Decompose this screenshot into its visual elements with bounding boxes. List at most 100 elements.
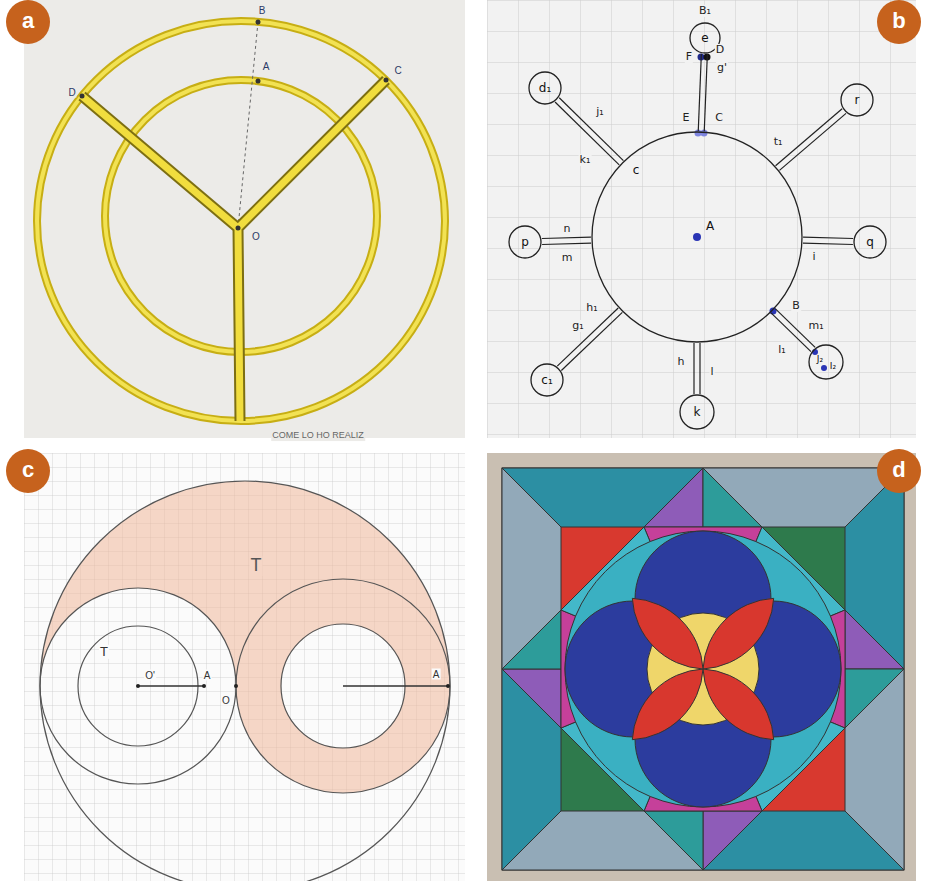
- circle-name: k: [694, 406, 701, 418]
- segment-label: k₁: [579, 154, 592, 166]
- rod-line: [542, 243, 591, 244]
- handwritten-note: COME LO HO REALIZ: [271, 431, 365, 441]
- circle-outline: [841, 84, 873, 116]
- circle-name: c: [633, 164, 640, 176]
- panel-letter: a: [22, 10, 34, 32]
- panel-badge: a: [6, 0, 50, 44]
- spoke: [82, 80, 386, 421]
- rod-line: [542, 237, 591, 238]
- small-circle: p: [508, 225, 542, 259]
- star-point: [703, 468, 762, 527]
- central-circle: [565, 531, 841, 807]
- star-point: [703, 811, 762, 870]
- point-label: A: [262, 61, 271, 72]
- point: [693, 233, 701, 241]
- point: [384, 78, 389, 83]
- grid-lines: [487, 0, 916, 438]
- segment-label: i: [811, 251, 816, 263]
- petal: [632, 669, 703, 740]
- double-rod: [803, 237, 853, 244]
- panel-badge: b: [877, 0, 921, 44]
- segment-label: g₁: [571, 320, 584, 332]
- rod-line: [561, 312, 622, 370]
- point-label: E: [682, 112, 691, 124]
- point: [202, 684, 206, 688]
- petal: [703, 598, 774, 669]
- region-label: T: [99, 645, 109, 659]
- circle-name: e: [701, 32, 708, 44]
- star-point: [502, 610, 561, 669]
- segment-label: l₁: [777, 344, 786, 356]
- radius-line: [138, 685, 448, 687]
- point: [446, 684, 450, 688]
- point-label: A: [432, 669, 441, 680]
- panel-letter: b: [892, 10, 905, 32]
- grid-lines: [24, 453, 465, 881]
- point: [821, 365, 827, 371]
- point-label: O: [251, 231, 261, 242]
- point-label: A: [203, 670, 212, 681]
- rod-line: [559, 98, 623, 161]
- circle-outline: [531, 364, 563, 396]
- square-tile: [502, 468, 904, 870]
- point: [136, 684, 140, 688]
- shaded-region: [40, 481, 450, 793]
- circle-name: p: [521, 236, 529, 248]
- rod-line: [699, 343, 700, 394]
- point: [256, 79, 261, 84]
- circle-outline: [809, 345, 843, 379]
- segment-label: l: [709, 366, 714, 378]
- region-label: T: [250, 556, 263, 576]
- outer-circle: [37, 21, 445, 421]
- point-label: B₁: [698, 5, 712, 17]
- panel-c-drawing: [24, 453, 465, 881]
- spoke: [82, 80, 386, 421]
- small-circle: c₁: [530, 363, 564, 397]
- circle-name: c₁: [541, 374, 552, 386]
- panel-letter: c: [22, 459, 34, 481]
- photo-ground: [487, 453, 916, 881]
- star-point: [845, 669, 904, 728]
- double-rod: [698, 54, 707, 131]
- panel-b-drawing: [487, 0, 916, 438]
- grid-paper: [24, 453, 465, 881]
- double-rod: [557, 308, 622, 370]
- point: [236, 226, 241, 231]
- panel-letter: d: [892, 459, 905, 481]
- point: [256, 20, 261, 25]
- circle-outline: [680, 395, 714, 429]
- circle-name: I₂: [830, 362, 836, 371]
- star-point: [644, 811, 703, 870]
- point: [234, 684, 238, 688]
- segment-label: h: [677, 356, 686, 368]
- point-label: D: [67, 87, 76, 98]
- badge-disc: [877, 449, 921, 493]
- rod-line: [803, 237, 853, 238]
- star-point: [502, 669, 561, 728]
- rod-line: [803, 243, 853, 244]
- small-circle: k: [679, 394, 715, 430]
- point-label: O': [144, 670, 156, 681]
- petal: [632, 598, 703, 669]
- panel-a-drawing: [24, 0, 465, 438]
- rod-line: [557, 308, 618, 366]
- segment-label: t₁: [773, 136, 784, 148]
- segment-label: h₁: [585, 302, 598, 314]
- star-point: [644, 468, 703, 527]
- segment-label: n: [563, 223, 572, 235]
- panel-d-drawing: [487, 453, 916, 881]
- point-label: g': [716, 62, 728, 74]
- circle-outline: [854, 226, 886, 258]
- point: [80, 94, 85, 99]
- double-rod: [542, 237, 591, 244]
- petal: [703, 669, 774, 740]
- panel-badge: c: [6, 449, 50, 493]
- circle-name: J₂: [817, 355, 823, 364]
- dashed-axis: [238, 22, 258, 228]
- outer-circle: [37, 21, 445, 421]
- circle-outline: [529, 72, 561, 104]
- point-label: F: [685, 51, 693, 63]
- point-label: C: [393, 65, 402, 76]
